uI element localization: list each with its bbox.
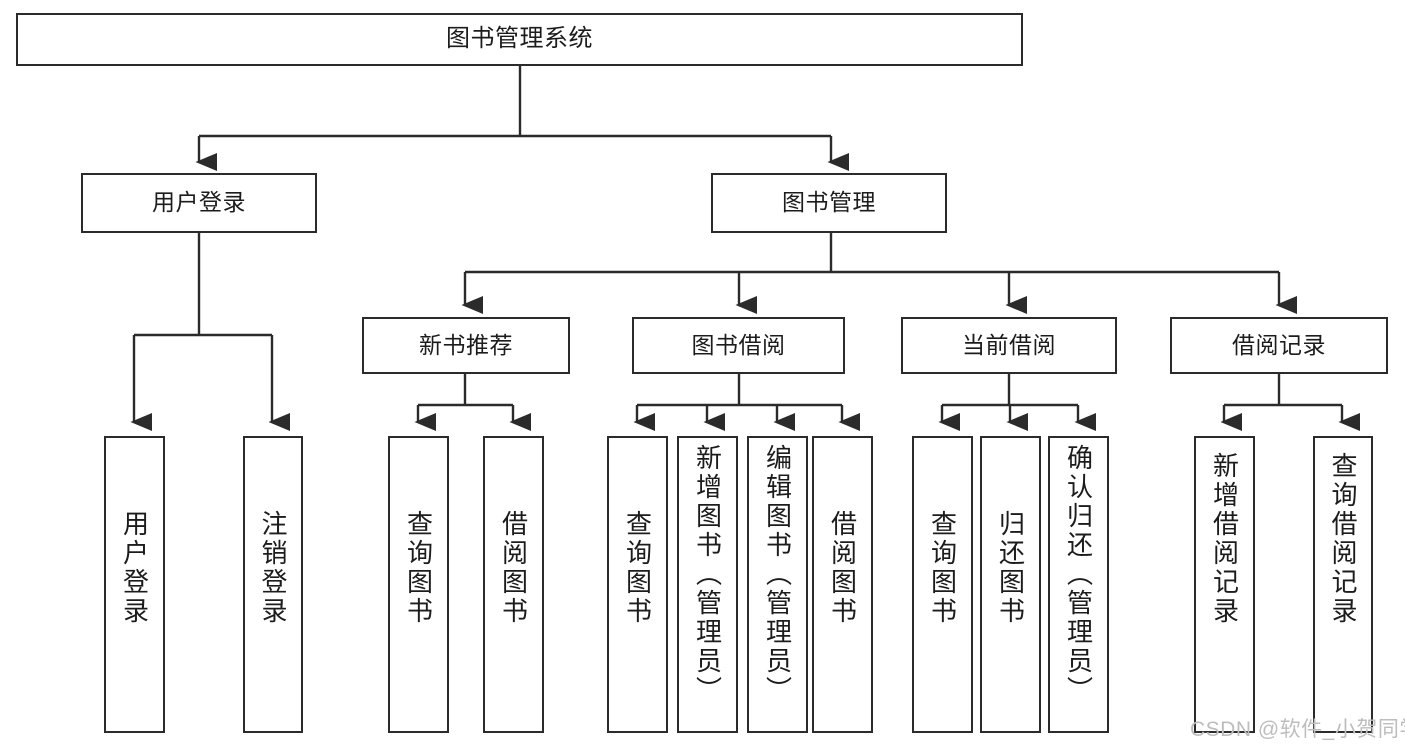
node-label: 借阅图书: [498, 510, 529, 626]
node-label: 用户登录: [119, 510, 150, 626]
leaf-logout[interactable]: 注销登录: [243, 436, 303, 733]
leaf-query-book-borrow[interactable]: 查询图书: [607, 436, 668, 733]
node-label: 查询借阅记录: [1328, 452, 1358, 626]
node-label: 借阅图书: [827, 510, 858, 626]
node-label: 新书推荐: [419, 331, 513, 358]
node-book-management[interactable]: 图书管理: [711, 173, 947, 233]
node-label: 图书管理: [782, 189, 876, 216]
node-label: 查询图书: [927, 510, 958, 626]
node-label: 新增图书（管理员）: [692, 444, 723, 705]
node-book-borrow[interactable]: 图书借阅: [632, 317, 845, 374]
node-label: 注销登录: [258, 510, 288, 626]
node-label: 查询图书: [403, 510, 434, 626]
leaf-query-borrow-record[interactable]: 查询借阅记录: [1313, 436, 1373, 733]
node-user-login[interactable]: 用户登录: [81, 173, 317, 233]
leaf-query-book-recommend[interactable]: 查询图书: [388, 436, 449, 733]
node-borrow-record[interactable]: 借阅记录: [1170, 317, 1388, 374]
leaf-query-book-current[interactable]: 查询图书: [912, 436, 973, 733]
node-label: 图书管理系统: [446, 25, 593, 53]
node-label: 图书借阅: [691, 331, 786, 358]
leaf-borrow-book[interactable]: 借阅图书: [812, 436, 873, 733]
node-new-book-recommend[interactable]: 新书推荐: [362, 317, 570, 374]
node-label: 查询图书: [622, 510, 653, 626]
leaf-add-book-admin[interactable]: 新增图书（管理员）: [677, 436, 738, 733]
leaf-edit-book-admin[interactable]: 编辑图书（管理员）: [747, 436, 808, 733]
node-label: 归还图书: [995, 510, 1026, 626]
leaf-borrow-book-recommend[interactable]: 借阅图书: [483, 436, 544, 733]
leaf-user-login[interactable]: 用户登录: [104, 436, 165, 733]
node-label: 确认归还（管理员）: [1063, 444, 1094, 705]
node-label: 编辑图书（管理员）: [762, 444, 793, 705]
node-current-borrow[interactable]: 当前借阅: [901, 317, 1117, 374]
leaf-confirm-return-admin[interactable]: 确认归还（管理员）: [1048, 436, 1109, 733]
node-label: 用户登录: [152, 189, 246, 216]
node-label: 当前借阅: [962, 331, 1056, 358]
leaf-add-borrow-record[interactable]: 新增借阅记录: [1194, 436, 1255, 733]
leaf-return-book[interactable]: 归还图书: [980, 436, 1041, 733]
node-root-book-management-system[interactable]: 图书管理系统: [16, 13, 1023, 66]
node-label: 借阅记录: [1232, 331, 1326, 358]
csdn-watermark: CSDN @软件_小贺同学: [1190, 718, 1405, 741]
node-label: 新增借阅记录: [1209, 452, 1240, 626]
